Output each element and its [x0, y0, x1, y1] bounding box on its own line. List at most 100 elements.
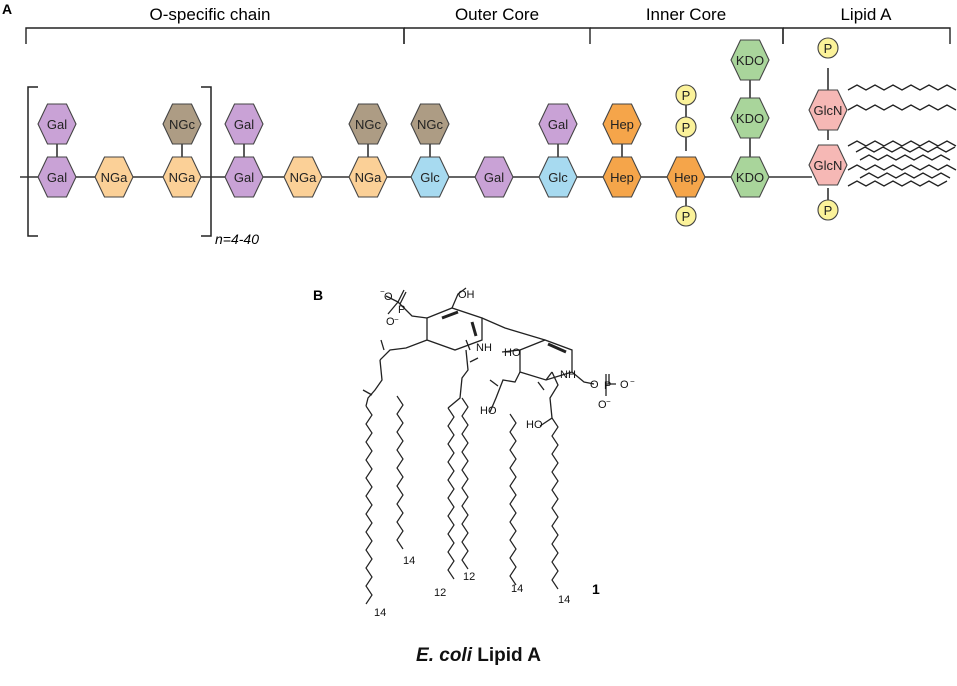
- branch-residue-ngc-3-shape: [348, 103, 388, 145]
- branch-residue-ngc-4-label: NGc: [417, 117, 444, 132]
- fatty-chain-3: [855, 146, 956, 153]
- residue-glc-8: Glc: [538, 156, 578, 198]
- acyl-chain-5: [509, 413, 517, 586]
- nh-left-bond: [465, 339, 471, 351]
- residue-gal-3: Gal: [224, 156, 264, 198]
- glcn-bottom-label: GlcN: [814, 158, 843, 173]
- fatty-chain-4: [859, 154, 951, 161]
- residue-hep-9: Hep: [602, 156, 642, 198]
- residue-kdo-11: KDO: [730, 156, 770, 198]
- phos-p-left: P: [398, 304, 405, 316]
- repeat-brackets: [27, 86, 212, 237]
- branch-residue-gal-5: Gal: [538, 103, 578, 145]
- glcn-top-shape: [808, 89, 848, 131]
- phosphate-top-shape: [675, 84, 697, 106]
- branch-residue-ngc-1: NGc: [162, 103, 202, 145]
- branch-residue-gal-0-label: Gal: [47, 117, 67, 132]
- phosphate-mid-shape: [675, 116, 697, 138]
- ester-2: [489, 371, 521, 413]
- lipid-phosphate-bottom-shape: [817, 199, 839, 221]
- residue-nga-4: NGa: [283, 156, 323, 198]
- chain-length-3: 12: [434, 587, 446, 599]
- charge-1: −: [630, 377, 635, 386]
- ester-1: [379, 339, 428, 361]
- branch-residue-gal-5-label: Gal: [548, 117, 568, 132]
- residue-glc-8-shape: [538, 156, 578, 198]
- branch-residue-hep-6-shape: [602, 103, 642, 145]
- branch-residue-ngc-4: NGc: [410, 103, 450, 145]
- section-outer-core: Outer Core: [455, 5, 539, 24]
- phosphate-mid-label: P: [682, 120, 691, 135]
- branch-residue-gal-2: Gal: [224, 103, 264, 145]
- branch-residue-ngc-3-label: NGc: [355, 117, 382, 132]
- kdo-top-label: KDO: [736, 53, 764, 68]
- acyl-chain-6: [551, 417, 559, 590]
- phosphate-top-label: P: [682, 88, 691, 103]
- residue-nga-2: NGa: [162, 156, 202, 198]
- structure-labels: OH NH HO NH HO HO O P O P O O O − − − − …: [374, 287, 635, 619]
- residue-hep-10-label: Hep: [674, 170, 698, 185]
- residue-glc-8-label: Glc: [548, 170, 568, 185]
- carbonyl-2: [489, 379, 499, 387]
- panel-b-label: B: [313, 287, 323, 303]
- carbonyl-amide-2: [537, 381, 545, 391]
- chain-length-5: 14: [511, 583, 523, 595]
- residue-gal-3-shape: [224, 156, 264, 198]
- residue-glc-6: Glc: [410, 156, 450, 198]
- fatty-chain-0: [847, 84, 957, 91]
- phosphate-left-os: [385, 289, 407, 315]
- residue-hep-10-shape: [666, 156, 706, 198]
- residue-nga-4-shape: [283, 156, 323, 198]
- fatty-chain-6: [859, 172, 951, 179]
- residue-nga-4-label: NGa: [290, 170, 318, 185]
- residue-nga-1-shape: [94, 156, 134, 198]
- carbonyl-1b: [362, 389, 373, 396]
- residue-nga-2-label: NGa: [169, 170, 197, 185]
- repeat-bracket-right: [201, 86, 212, 237]
- glycosidic-bridge: [481, 317, 546, 341]
- charge-4: −: [394, 315, 399, 324]
- group-ho-ring: HO: [504, 347, 521, 359]
- residue-gal-0-shape: [37, 156, 77, 198]
- lipid-phosphate-top-label: P: [824, 41, 833, 56]
- amide-2: [539, 371, 559, 427]
- phosphate-top: P: [675, 84, 697, 106]
- lipid-phosphate-top-shape: [817, 37, 839, 59]
- acyl-chains: [365, 395, 559, 605]
- phosphate-right-os: [605, 374, 616, 396]
- branch-residue-hep-6-label: Hep: [610, 117, 634, 132]
- compound-number: 1: [592, 581, 600, 597]
- kdo-mid-label: KDO: [736, 111, 764, 126]
- ring-left-bold: [441, 310, 478, 337]
- branch-residue-ngc-3: NGc: [348, 103, 388, 145]
- branch-residue-gal-5-shape: [538, 103, 578, 145]
- acyl-chain-1: [365, 405, 373, 605]
- phosphate-left-bond: [397, 301, 428, 319]
- lipid-phosphate-bottom-label: P: [824, 203, 833, 218]
- fatty-chain-1: [847, 104, 957, 111]
- section-o-specific-chain: O-specific chain: [150, 5, 271, 24]
- repeat-label: n=4-40: [215, 231, 259, 247]
- kdo-mid-shape: [730, 97, 770, 139]
- charge-2: −: [606, 397, 611, 406]
- phosphate-bottom-label: P: [682, 209, 691, 224]
- residue-nga-5-label: NGa: [355, 170, 383, 185]
- residue-nga-5-shape: [348, 156, 388, 198]
- phos-o-right: O: [590, 379, 599, 391]
- ester-1b: [365, 359, 383, 407]
- ho-right-ring: [501, 349, 521, 353]
- figure-caption: E. coli Lipid A: [0, 645, 957, 667]
- residue-glc-6-label: Glc: [420, 170, 440, 185]
- phos-o-left: O: [384, 291, 393, 303]
- outer-core-bracket: [404, 27, 591, 44]
- section-brackets: [25, 27, 951, 44]
- lipid-phosphate-bottom: P: [817, 199, 839, 221]
- residue-nga-1-label: NGa: [101, 170, 129, 185]
- caption-species: E. coli: [416, 645, 472, 666]
- residue-kdo-11-label: KDO: [736, 170, 764, 185]
- ring-right-bold: [547, 342, 567, 354]
- residue-gal-3-label: Gal: [234, 170, 254, 185]
- lipid-phosphate-top: P: [817, 37, 839, 59]
